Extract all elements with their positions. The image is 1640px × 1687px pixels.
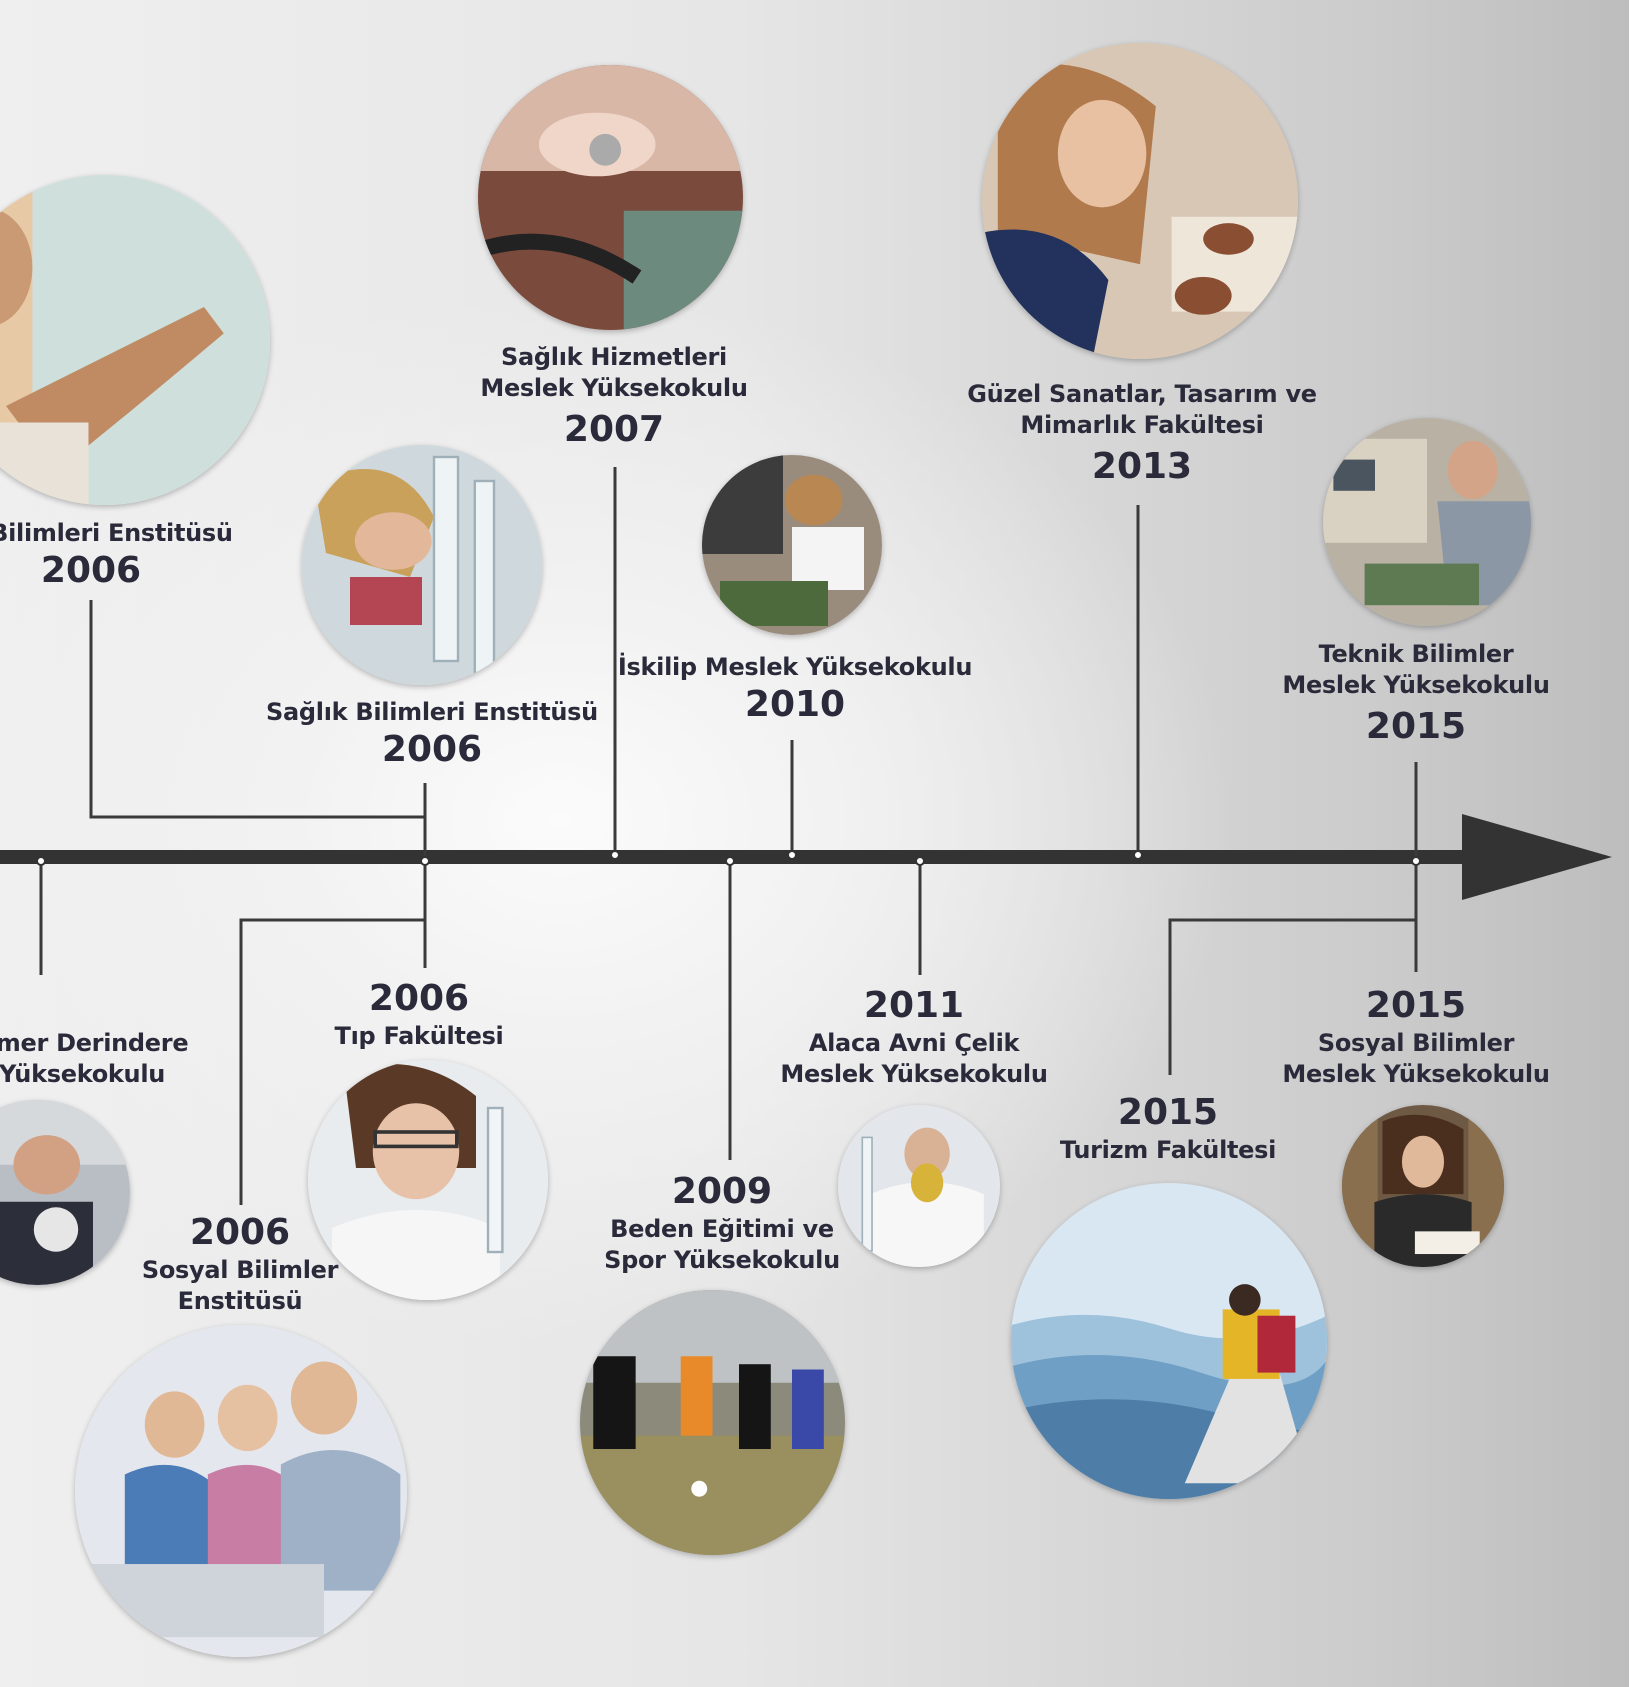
photo-futsal — [580, 1290, 845, 1555]
event-year: 2005 — [0, 984, 188, 1028]
axis-marker-2009 — [725, 856, 735, 866]
event-alaca: 2011 Alaca Avni Çelik Meslek Yüksekokulu — [780, 984, 1048, 1090]
event-year: 2013 — [1091, 446, 1193, 487]
event-name-line: Sağlık Hizmetleri — [501, 343, 727, 371]
event-name: İskilip Meslek Yüksekokulu — [617, 653, 973, 681]
event-sosyal-myo: 2015 Sosyal Bilimler Meslek Yüksekokulu — [1282, 984, 1550, 1090]
event-year: 2007 — [563, 409, 665, 450]
event-name-line: Teknik Bilimler — [1318, 640, 1514, 668]
event-name: Turizm Fakültesi — [1059, 1136, 1277, 1164]
event-year: 2009 — [671, 1171, 773, 1212]
timeline-arrowhead — [1462, 814, 1612, 900]
axis-marker-2013 — [1133, 850, 1143, 860]
event-iskilip: İskilip Meslek Yüksekokulu 2010 — [617, 652, 973, 727]
photo-hiker — [1011, 1183, 1327, 1499]
photo-teacher-chalkboard — [0, 175, 270, 505]
event-name-line: Güzel Sanatlar, Tasarım ve — [967, 380, 1317, 408]
event-name: Sağlık Bilimleri Enstitüsü — [266, 698, 598, 726]
timeline-axis — [0, 850, 1470, 864]
event-guzel: Güzel Sanatlar, Tasarım ve Mimarlık Fakü… — [967, 379, 1317, 489]
axis-marker-2011 — [915, 856, 925, 866]
event-name-line: Meslek Yüksekokulu — [1282, 1060, 1550, 1088]
axis-marker-2007 — [610, 850, 620, 860]
photo-art-student — [982, 43, 1298, 359]
event-name-line: Meslek Yüksekokulu — [780, 1060, 1048, 1088]
event-year: 2015 — [1365, 706, 1467, 747]
event-name-line: Ömer Derindere — [0, 1029, 189, 1057]
event-year: 2006 — [189, 1212, 291, 1253]
event-year: 2006 — [381, 729, 483, 770]
photo-students-laptop — [75, 1325, 407, 1657]
event-sosyal-ens: 2006 Sosyal Bilimler Enstitüsü — [141, 1211, 339, 1317]
photo-electronics-boy — [1323, 418, 1531, 626]
axis-marker-2005 — [36, 856, 46, 866]
event-year: 2011 — [863, 985, 965, 1026]
event-name-line: Sosyal Bilimler — [1317, 1029, 1515, 1057]
photo-lab-girl — [302, 445, 542, 685]
axis-marker-2006 — [420, 856, 430, 866]
photo-lab-woman — [308, 1060, 548, 1300]
event-turizm: 2015 Turizm Fakültesi — [1060, 1091, 1276, 1166]
event-year: 2015 — [1117, 1092, 1219, 1133]
photo-library — [1342, 1105, 1504, 1267]
event-name-line: Sosyal Bilimler — [141, 1256, 339, 1284]
event-teknik: Teknik Bilimler Meslek Yüksekokulu 2015 — [1282, 639, 1550, 749]
connector-sosyal-ens — [239, 918, 425, 1205]
event-omer: 2005 Ömer Derindere Yüksekokulu — [0, 984, 189, 1090]
event-name-line: Meslek Yüksekokulu — [1282, 671, 1550, 699]
event-saglik-bil: Sağlık Bilimleri Enstitüsü 2006 — [266, 697, 598, 772]
event-name-line: Enstitüsü — [177, 1287, 303, 1315]
event-fen: en Bilimleri Enstitüsü 2006 — [0, 518, 233, 593]
axis-marker-2010 — [787, 850, 797, 860]
event-year: 2015 — [1365, 985, 1467, 1026]
event-name: en Bilimleri Enstitüsü — [0, 519, 233, 547]
photo-chemist — [838, 1105, 1000, 1267]
event-year: 2010 — [744, 684, 846, 725]
connector-turizm — [1168, 918, 1416, 1075]
photo-electronics-lab — [702, 455, 882, 635]
event-name-line: Meslek Yüksekokulu — [480, 374, 748, 402]
event-beden: 2009 Beden Eğitimi ve Spor Yüksekokulu — [604, 1170, 840, 1276]
event-tip: 2006 Tıp Fakültesi — [335, 977, 504, 1052]
event-name-line: Beden Eğitimi ve — [610, 1215, 834, 1243]
event-year: 2006 — [368, 978, 470, 1019]
event-name-line: Mimarlık Fakültesi — [1020, 411, 1264, 439]
event-name-line: Yüksekokulu — [0, 1060, 166, 1088]
event-name-line: Spor Yüksekokulu — [604, 1246, 840, 1274]
event-name: Tıp Fakültesi — [334, 1022, 504, 1050]
axis-marker-2015 — [1411, 856, 1421, 866]
event-year: 2006 — [40, 550, 142, 591]
event-saglik-hiz: Sağlık Hizmetleri Meslek Yüksekokulu 200… — [480, 342, 748, 452]
photo-blood-pressure — [478, 65, 743, 330]
event-name-line: Alaca Avni Çelik — [808, 1029, 1020, 1057]
